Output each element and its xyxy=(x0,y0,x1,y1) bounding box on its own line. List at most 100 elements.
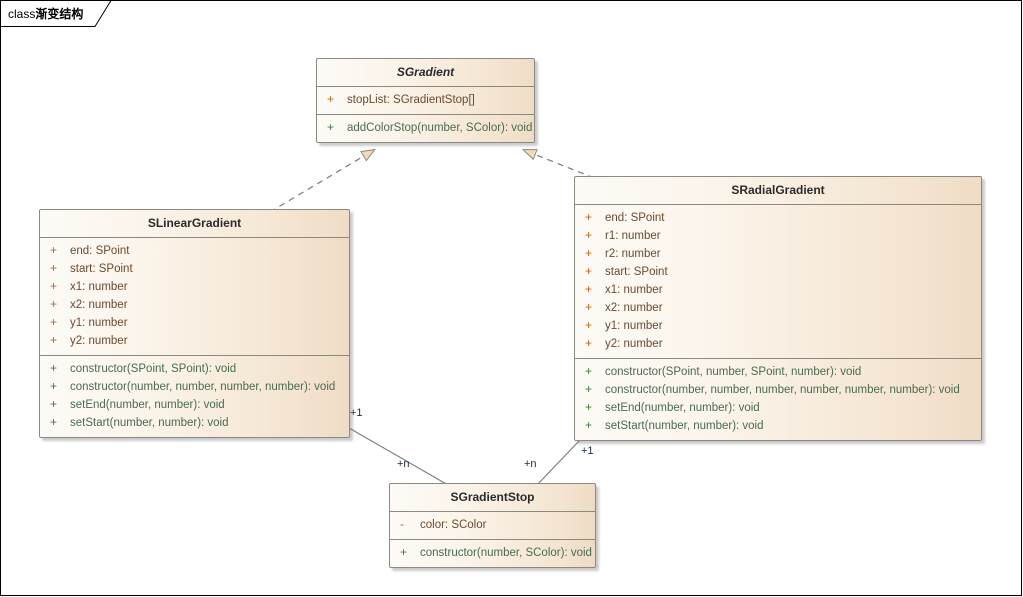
method-text: setStart(number, number): void xyxy=(70,417,229,429)
attribute-text: start: SPoint xyxy=(605,266,668,278)
visibility-marker: + xyxy=(327,120,335,134)
diagram-title-tab: class渐变结构 xyxy=(0,0,112,27)
method-text: constructor(SPoint, SPoint): void xyxy=(70,363,237,375)
class-box-sradialgradient[interactable]: SRadialGradient + end: SPoint + r1: numb… xyxy=(574,176,982,441)
visibility-marker: + xyxy=(50,297,58,311)
method-text: setStart(number, number): void xyxy=(605,420,764,432)
visibility-marker: + xyxy=(585,264,593,278)
method-row: + constructor(number, number, number, nu… xyxy=(40,378,349,396)
class-methods-slineargradient: + constructor(SPoint, SPoint): void + co… xyxy=(40,355,349,437)
class-methods-sgradientstop: + constructor(number, SColor): void xyxy=(390,539,595,567)
visibility-marker: + xyxy=(585,364,593,378)
method-row: + setEnd(number, number): void xyxy=(40,396,349,414)
attribute-row: + y2: number xyxy=(575,335,981,353)
multiplicity-label: +1 xyxy=(350,407,363,419)
attribute-text: y2: number xyxy=(70,335,128,347)
relationship-radialgradient-to-gradientstop xyxy=(536,439,581,486)
class-attributes-sgradientstop: - color: SColor xyxy=(390,511,595,539)
attribute-row: + x2: number xyxy=(40,296,349,314)
multiplicity-label: +n xyxy=(524,458,537,470)
multiplicity-label: +n xyxy=(397,458,410,470)
attribute-text: x1: number xyxy=(70,281,128,293)
attribute-row: + end: SPoint xyxy=(40,242,349,260)
class-box-sgradientstop[interactable]: SGradientStop - color: SColor + construc… xyxy=(389,483,596,568)
visibility-marker: + xyxy=(400,545,408,559)
visibility-marker: + xyxy=(50,243,58,257)
diagram-title-name: 渐变结构 xyxy=(35,7,84,21)
attribute-text: x2: number xyxy=(70,299,128,311)
class-box-sgradient[interactable]: SGradient + stopList: SGradientStop[] + … xyxy=(316,58,535,143)
method-row: + constructor(number, SColor): void xyxy=(390,544,595,562)
attribute-text: x2: number xyxy=(605,302,663,314)
visibility-marker: + xyxy=(585,336,593,350)
attribute-text: end: SPoint xyxy=(605,212,665,224)
class-box-slineargradient[interactable]: SLinearGradient + end: SPoint + start: S… xyxy=(39,209,350,438)
method-text: constructor(number, SColor): void xyxy=(420,547,592,559)
visibility-marker: + xyxy=(585,210,593,224)
attribute-text: x1: number xyxy=(605,284,663,296)
visibility-marker: + xyxy=(50,415,58,429)
visibility-marker: + xyxy=(585,228,593,242)
visibility-marker: + xyxy=(585,418,593,432)
method-text: setEnd(number, number): void xyxy=(70,399,225,411)
method-text: constructor(SPoint, number, SPoint, numb… xyxy=(605,366,862,378)
method-row: + setEnd(number, number): void xyxy=(575,399,981,417)
relationship-lineargradient-to-sgradient xyxy=(269,148,377,213)
attribute-text: stopList: SGradientStop[] xyxy=(347,94,475,106)
visibility-marker: + xyxy=(585,382,593,396)
visibility-marker: + xyxy=(50,397,58,411)
attribute-row: + r2: number xyxy=(575,245,981,263)
attribute-row: + r1: number xyxy=(575,227,981,245)
attribute-row: + end: SPoint xyxy=(575,209,981,227)
visibility-marker: + xyxy=(585,300,593,314)
attribute-row: + y2: number xyxy=(40,332,349,350)
attribute-text: y1: number xyxy=(605,320,663,332)
visibility-marker: + xyxy=(585,318,593,332)
class-attributes-sgradient: + stopList: SGradientStop[] xyxy=(317,86,534,114)
attribute-row: + y1: number xyxy=(575,317,981,335)
attribute-text: color: SColor xyxy=(420,519,487,531)
attribute-row: + start: SPoint xyxy=(575,263,981,281)
attribute-text: start: SPoint xyxy=(70,263,133,275)
attribute-text: y1: number xyxy=(70,317,128,329)
attribute-row: + stopList: SGradientStop[] xyxy=(317,91,534,109)
attribute-row: + x2: number xyxy=(575,299,981,317)
attribute-row: + x1: number xyxy=(40,278,349,296)
attribute-row: - color: SColor xyxy=(390,516,595,534)
visibility-marker: + xyxy=(585,246,593,260)
class-attributes-slineargradient: + end: SPoint + start: SPoint + x1: numb… xyxy=(40,237,349,355)
visibility-marker: + xyxy=(327,92,335,106)
visibility-marker: + xyxy=(50,333,58,347)
method-row: + addColorStop(number, SColor): void xyxy=(317,119,534,137)
visibility-marker: + xyxy=(585,400,593,414)
class-title-sradialgradient: SRadialGradient xyxy=(731,183,825,197)
attribute-text: r2: number xyxy=(605,248,661,260)
attribute-text: end: SPoint xyxy=(70,245,130,257)
method-text: constructor(number, number, number, numb… xyxy=(605,384,960,396)
method-row: + constructor(SPoint, number, SPoint, nu… xyxy=(575,363,981,381)
visibility-marker: + xyxy=(50,315,58,329)
visibility-marker: + xyxy=(50,261,58,275)
method-text: addColorStop(number, SColor): void xyxy=(347,122,533,134)
method-text: constructor(number, number, number, numb… xyxy=(70,381,336,393)
method-row: + constructor(SPoint, SPoint): void xyxy=(40,360,349,378)
relationship-lineargradient-to-gradientstop xyxy=(348,427,449,486)
class-attributes-sradialgradient: + end: SPoint + r1: number + r2: number … xyxy=(575,204,981,358)
visibility-marker: + xyxy=(50,379,58,393)
visibility-marker: - xyxy=(400,517,404,531)
method-row: + setStart(number, number): void xyxy=(40,414,349,432)
visibility-marker: + xyxy=(50,361,58,375)
attribute-row: + start: SPoint xyxy=(40,260,349,278)
method-row: + setStart(number, number): void xyxy=(575,417,981,435)
multiplicity-label: +1 xyxy=(581,445,594,457)
diagram-title-label: class渐变结构 xyxy=(8,5,83,22)
class-title-sgradient: SGradient xyxy=(396,65,455,79)
class-methods-sgradient: + addColorStop(number, SColor): void xyxy=(317,114,534,142)
method-row: + constructor(number, number, number, nu… xyxy=(575,381,981,399)
diagram-title-tab-shape xyxy=(0,0,112,27)
class-title-slineargradient: SLinearGradient xyxy=(147,216,242,230)
attribute-text: r1: number xyxy=(605,230,661,242)
class-title-sgradientstop: SGradientStop xyxy=(450,490,535,504)
visibility-marker: + xyxy=(585,282,593,296)
